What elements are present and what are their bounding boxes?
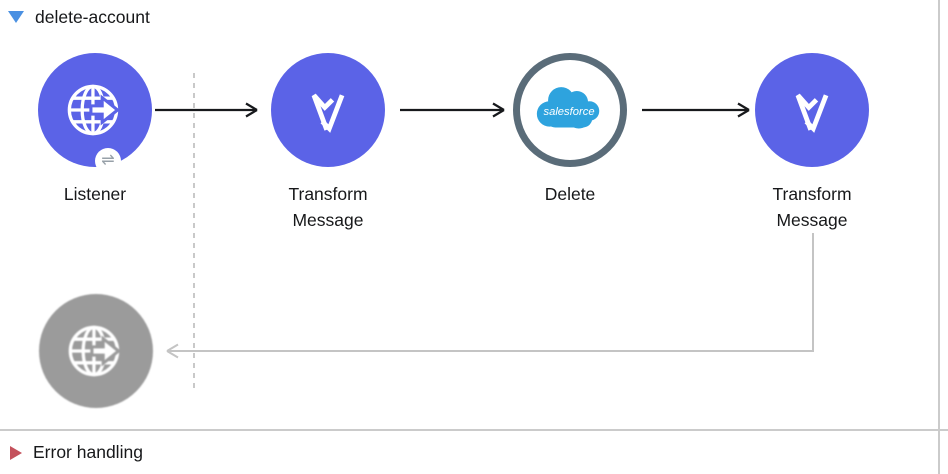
node-label-delete: Delete [544, 184, 596, 204]
node-label-transform-2: Transform Message [772, 184, 852, 230]
canvas-right-border [938, 0, 940, 474]
http-listener-circle [38, 53, 152, 167]
transform-message-circle [755, 53, 869, 167]
flow-canvas: ⇌ Listener Transform Message [38, 53, 869, 408]
arrow-right-icon [89, 94, 121, 126]
connector-transform1-to-delete [400, 102, 505, 118]
error-handling-label: Error handling [33, 442, 143, 462]
transform-message-circle [271, 53, 385, 167]
flow-title: delete-account [35, 6, 150, 27]
flow-header: delete-account [0, 0, 150, 34]
node-label-listener: Listener [63, 184, 127, 204]
connector-listener-to-transform1 [155, 102, 258, 118]
dataweave-icon [311, 93, 345, 133]
arrow-right-icon [90, 335, 122, 367]
salesforce-cloud-icon: salesforce [536, 87, 600, 129]
flow-collapse-toggle-icon[interactable] [8, 11, 24, 23]
salesforce-logo-text: salesforce [543, 106, 594, 118]
dataweave-icon [795, 93, 829, 133]
globe-arrow-icon [67, 84, 121, 136]
error-section-divider [0, 429, 948, 431]
connector-delete-to-transform2 [642, 102, 750, 118]
http-response-circle [39, 294, 153, 408]
node-transform-message-2[interactable]: Transform Message [755, 53, 869, 230]
node-listener-response-ghost[interactable] [39, 294, 153, 408]
message-exchange-badge-icon: ⇌ [95, 148, 121, 174]
globe-arrow-icon [68, 325, 122, 377]
node-http-listener[interactable]: ⇌ Listener [38, 53, 152, 204]
node-transform-message-1[interactable]: Transform Message [271, 53, 385, 230]
salesforce-delete-circle: salesforce [513, 53, 627, 167]
node-label-transform-1: Transform Message [288, 184, 368, 230]
connector-response-return [166, 233, 814, 359]
error-handling-expand-toggle-icon[interactable] [10, 445, 22, 460]
error-handling-section: Error handling [0, 431, 938, 474]
node-salesforce-delete[interactable]: salesforce Delete [513, 53, 627, 204]
